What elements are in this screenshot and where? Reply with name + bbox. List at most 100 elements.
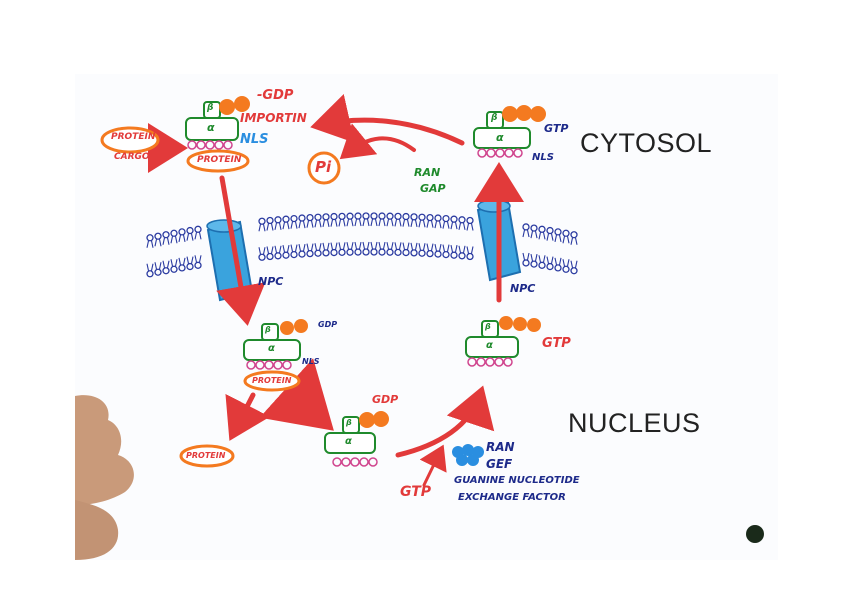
- lipid-head: [298, 250, 306, 258]
- cargo-label: CARGO: [114, 152, 150, 162]
- ran-gtp-complex-cytosol: [473, 105, 546, 158]
- lipid-head: [402, 212, 410, 221]
- lipid-tail: [370, 218, 378, 227]
- lipid-tail: [162, 237, 170, 245]
- lipid-head: [554, 228, 562, 236]
- lipid-tail: [314, 243, 322, 251]
- ran-gap-label-2: GAP: [420, 182, 446, 195]
- ran-gef-label-1: RAN: [486, 440, 515, 454]
- lipid-tail: [186, 256, 194, 264]
- lipid-tail: [178, 257, 186, 266]
- lipid-head: [434, 214, 442, 222]
- lipid-head: [306, 249, 314, 258]
- lipid-tail: [442, 244, 450, 252]
- importin-complex-top: [185, 96, 250, 173]
- lipid-tail: [402, 219, 410, 227]
- hand-on-paper: [75, 395, 134, 560]
- beta-low: β: [346, 418, 352, 427]
- lipid-tail: [298, 220, 306, 229]
- lipid-head: [562, 265, 570, 273]
- lipid-tail: [554, 234, 562, 243]
- alpha-top: α: [207, 121, 215, 134]
- arrow-gtp-in: [419, 444, 447, 487]
- lipid-tail: [570, 260, 578, 268]
- lipid-tail: [546, 233, 554, 241]
- npc-left-label: NPC: [258, 275, 284, 288]
- nucleus-label: NUCLEUS: [568, 408, 701, 438]
- lipid-head: [418, 213, 426, 221]
- lipid-head: [546, 226, 554, 235]
- membrane-inner-leaflet: [146, 241, 578, 278]
- lipid-head: [258, 217, 266, 225]
- lipid-tail: [170, 236, 178, 244]
- lipid-tail: [338, 242, 346, 250]
- lipid-head: [346, 248, 354, 256]
- lipid-head: [194, 225, 202, 233]
- lipid-tail: [450, 245, 458, 253]
- lipid-tail: [266, 246, 274, 254]
- lipid-tail: [314, 220, 322, 228]
- protein-cargo-oval: [100, 126, 160, 154]
- lipid-head: [410, 213, 418, 221]
- protein-free-oval: [179, 444, 235, 468]
- lipid-head: [466, 216, 474, 225]
- membrane-outer-leaflet: [146, 212, 578, 248]
- channel-logo: [746, 525, 764, 543]
- alpha-mid: α: [268, 343, 275, 354]
- importin-gdp-complex: [324, 411, 389, 467]
- protein-mid-label: PROTEIN: [252, 376, 292, 385]
- lipid-head: [554, 264, 562, 272]
- lipid-head: [394, 212, 402, 221]
- beta-right: β: [491, 113, 498, 123]
- npc-right-label: NPC: [510, 282, 536, 295]
- lipid-head: [434, 250, 442, 258]
- lipid-head: [570, 231, 578, 239]
- lipid-head: [290, 214, 298, 223]
- lipid-head: [386, 248, 394, 256]
- lipid-head: [458, 252, 466, 260]
- lipid-head: [186, 226, 194, 235]
- lipid-head: [538, 261, 546, 269]
- arrow-gef-exchange: [395, 385, 495, 458]
- lipid-tail: [162, 260, 170, 268]
- lipid-tail: [426, 243, 434, 251]
- nls-mid-label: NLS: [302, 357, 320, 366]
- lipid-head: [450, 251, 458, 259]
- lipid-tail: [330, 242, 338, 250]
- lipid-head: [522, 259, 530, 267]
- lipid-tail: [418, 220, 426, 228]
- lipid-tail: [530, 253, 538, 262]
- lipid-head: [418, 249, 426, 257]
- lipid-tail: [298, 243, 306, 252]
- lipid-head: [194, 261, 202, 269]
- lipid-tail: [306, 243, 314, 251]
- lipid-head: [178, 264, 186, 272]
- protein-bound-top-label: PROTEIN: [197, 155, 242, 165]
- lipid-tail: [322, 219, 330, 227]
- lipid-tail: [386, 242, 394, 250]
- lipid-tail: [346, 242, 354, 250]
- lipid-head: [530, 224, 538, 232]
- lipid-head: [178, 228, 186, 236]
- lipid-head: [266, 216, 274, 225]
- gtp-top-label: GTP: [544, 122, 569, 135]
- alpha-low: α: [345, 436, 352, 447]
- lipid-head: [442, 214, 450, 223]
- lipid-head: [274, 216, 282, 224]
- lipid-tail: [458, 222, 466, 230]
- lipid-tail: [362, 218, 370, 227]
- lipid-tail: [466, 246, 474, 254]
- protein-cargo-label: PROTEIN: [111, 132, 156, 142]
- lipid-tail: [394, 219, 402, 227]
- lipid-head: [162, 231, 170, 239]
- lipid-tail: [402, 242, 410, 250]
- lipid-tail: [466, 223, 474, 231]
- lipid-head: [314, 249, 322, 257]
- lipid-head: [378, 212, 386, 220]
- lipid-head: [562, 229, 570, 237]
- lipid-head: [162, 267, 170, 275]
- lipid-head: [522, 223, 530, 231]
- arrow-return-cytosol: [310, 94, 465, 146]
- lipid-head: [274, 252, 282, 260]
